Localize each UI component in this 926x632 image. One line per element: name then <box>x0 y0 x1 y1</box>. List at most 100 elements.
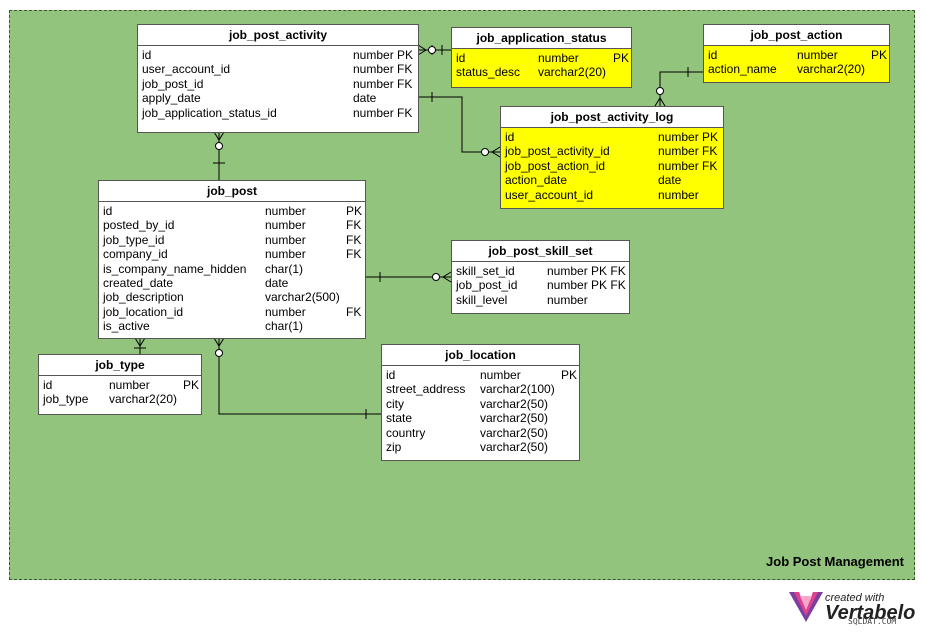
column-name: job_type_id <box>103 232 165 247</box>
subject-area-title: Job Post Management <box>766 554 904 569</box>
column-name: job_post_activity_id <box>505 144 610 159</box>
column-type: number PK FK <box>547 264 626 278</box>
column-type: number FK <box>353 76 413 91</box>
column-name: id <box>103 204 113 218</box>
table-title: job_post_activity_log <box>501 107 723 128</box>
column-row[interactable]: job_post_action_id number FK <box>505 159 719 173</box>
column-name: job_location_id <box>103 304 184 319</box>
column-type: date <box>353 91 377 106</box>
column-type: number <box>265 204 306 218</box>
column-name: job_post_action_id <box>505 158 606 173</box>
column-row[interactable]: job_type varchar2(20) <box>43 392 197 406</box>
column-name: company_id <box>103 247 168 262</box>
column-key: PK <box>561 368 578 382</box>
column-row[interactable]: status_desc varchar2(20) <box>456 65 627 79</box>
column-row[interactable]: job_post_activity_id number FK <box>505 144 719 158</box>
column-key: PK <box>346 204 363 218</box>
column-row[interactable]: action_name varchar2(20) <box>708 62 885 76</box>
column-type: date <box>658 173 682 188</box>
column-type: varchar2(50) <box>480 396 549 411</box>
column-row[interactable]: id number PK <box>103 204 363 218</box>
column-type: varchar2(20) <box>109 392 178 407</box>
column-name: id <box>456 51 466 65</box>
column-type: varchar2(20) <box>538 65 607 80</box>
column-type: date <box>265 275 289 290</box>
column-row[interactable]: job_post_id number PK FK <box>456 278 626 293</box>
column-type: number PK FK <box>547 278 626 293</box>
column-type: number <box>109 378 150 392</box>
column-name: user_account_id <box>142 62 231 77</box>
column-type: number <box>265 232 306 247</box>
column-name: action_name <box>708 62 777 77</box>
column-type: varchar2(20) <box>797 62 866 77</box>
column-type: number <box>797 48 838 62</box>
vertabelo-logo-icon <box>789 592 823 622</box>
column-name: user_account_id <box>505 187 594 202</box>
column-name: zip <box>386 439 402 454</box>
logo-line2: Vertabelo <box>825 602 916 624</box>
column-row[interactable]: user_account_id number FK <box>142 62 414 76</box>
table-title: job_type <box>39 355 201 376</box>
column-type: number FK <box>658 144 718 159</box>
column-type: varchar2(50) <box>480 411 549 426</box>
column-name: job_post_id <box>456 278 518 293</box>
table-title: job_application_status <box>452 28 631 49</box>
table-title: job_location <box>382 345 579 366</box>
column-name: job_type <box>43 392 89 407</box>
column-name: skill_level <box>456 292 508 307</box>
column-key: PK <box>871 48 888 62</box>
column-name: status_desc <box>456 65 521 80</box>
column-type: varchar2(500) <box>265 290 340 305</box>
table-title: job_post_action <box>704 25 889 46</box>
rel-activity-status-crowfoot <box>417 44 427 56</box>
column-type: number FK <box>353 105 413 120</box>
column-type: number FK <box>658 158 718 173</box>
column-name: country <box>386 425 426 440</box>
logo-line1: created with <box>825 592 885 604</box>
column-type: number <box>265 304 306 319</box>
column-row[interactable]: job_application_status_id number FK <box>142 106 414 120</box>
column-name: job_application_status_id <box>142 105 277 120</box>
column-type: number <box>538 51 579 65</box>
column-name: id <box>142 48 152 62</box>
column-key: FK <box>346 218 362 233</box>
column-type: number FK <box>353 62 413 77</box>
column-type: number PK <box>658 130 719 144</box>
table-title: job_post_activity <box>138 25 418 46</box>
table-title: job_post <box>99 181 365 202</box>
column-name: id <box>386 368 396 382</box>
